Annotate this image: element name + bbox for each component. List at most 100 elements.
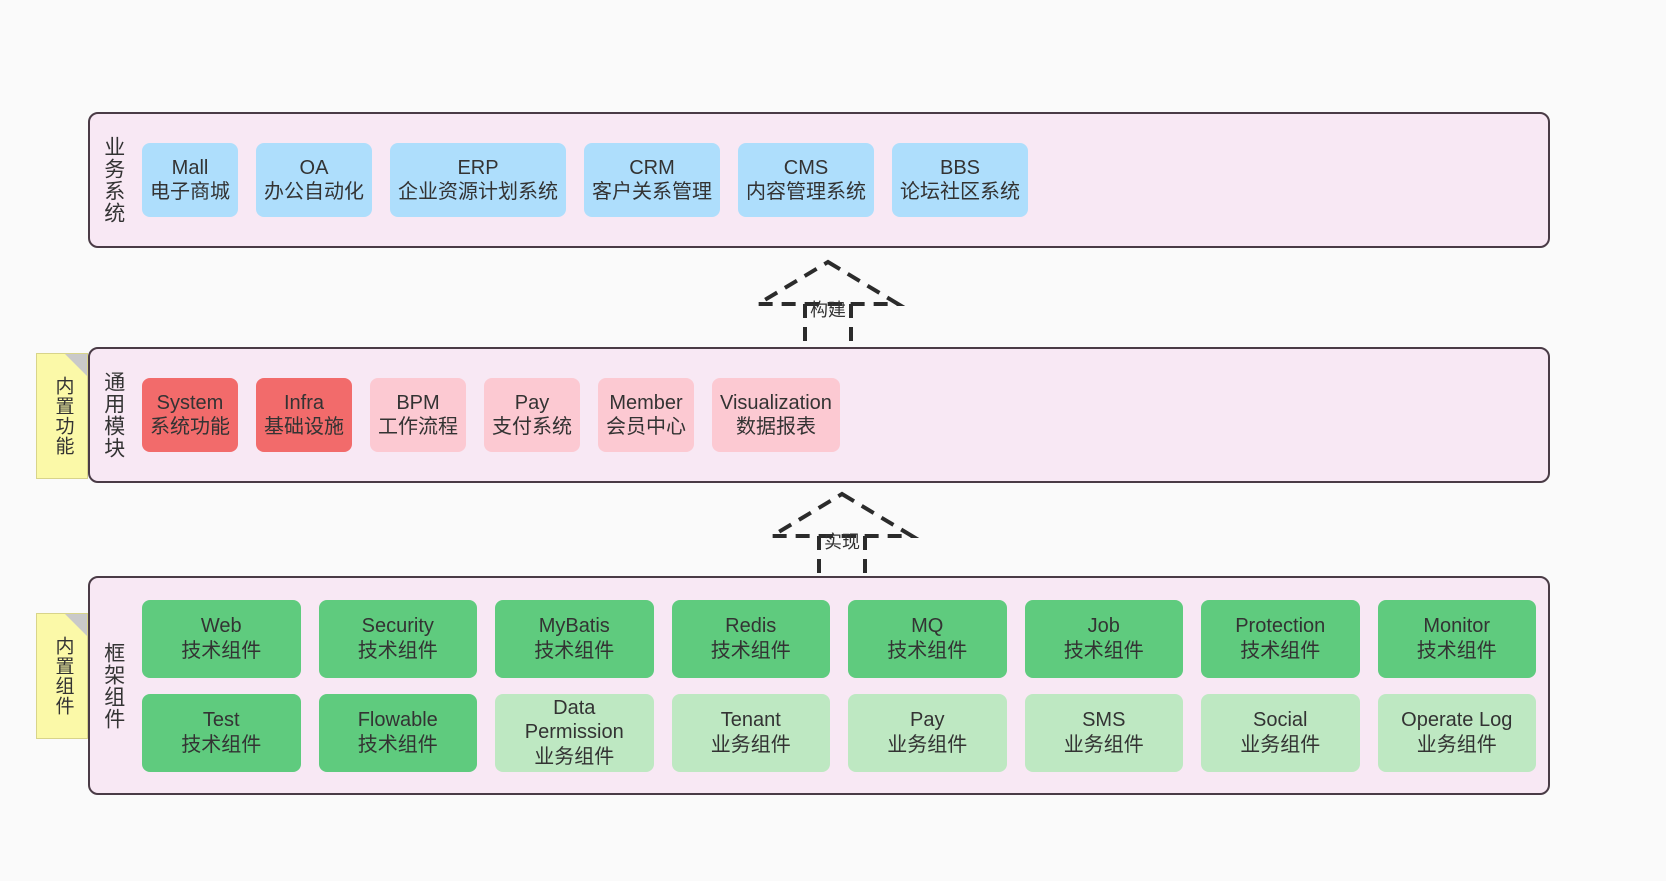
cell-desc: 会员中心 [606, 416, 686, 438]
cell-name: Web [200, 615, 242, 638]
cell-desc: 办公自动化 [264, 181, 364, 203]
layer-title-framework: 框架组件 [101, 641, 125, 730]
cell-bbs[interactable]: BBS 论坛社区系统 [892, 143, 1028, 217]
cell-name: OA [299, 156, 329, 179]
cell-operate-log[interactable]: Operate Log 业务组件 [1377, 693, 1536, 772]
cell-name: Visualization [720, 391, 832, 414]
cell-desc: 系统功能 [150, 416, 230, 438]
cell-name: Pay [910, 709, 945, 732]
cell-desc: 技术组件 [357, 733, 438, 756]
cell-infra[interactable]: Infra 基础设施 [256, 378, 352, 452]
cell-name: MyBatis [538, 615, 610, 638]
module-cell-row: System 系统功能 Infra 基础设施 BPM 工作流程 Pay 支付系统… [142, 378, 1536, 452]
cell-sms[interactable]: SMS 业务组件 [1024, 693, 1183, 772]
cell-flowable[interactable]: Flowable 技术组件 [318, 693, 477, 772]
cell-name: BBS [939, 156, 981, 179]
framework-column: Web 技术组件 Test 技术组件 [142, 599, 301, 772]
cell-redis[interactable]: Redis 技术组件 [671, 599, 830, 678]
connector-stem-icon [817, 534, 867, 582]
cell-desc: 数据报表 [735, 416, 816, 438]
note-builtin-functions: 内置功能 [36, 353, 88, 479]
cell-member[interactable]: Member 会员中心 [598, 378, 694, 452]
layer-business-systems: 业务系统 Mall 电子商城 OA 办公自动化 ERP 企业资源计划系统 CRM… [88, 112, 1550, 248]
cell-desc: 技术组件 [1240, 639, 1321, 662]
cell-name: Monitor [1423, 615, 1491, 638]
cell-erp[interactable]: ERP 企业资源计划系统 [390, 143, 566, 217]
connector-stem-icon [803, 302, 853, 350]
cell-name: Operate Log [1401, 709, 1513, 732]
connector-label-build: 构建 [810, 300, 846, 320]
cell-oa[interactable]: OA 办公自动化 [256, 143, 372, 217]
framework-column: Monitor 技术组件 Operate Log 业务组件 [1377, 599, 1536, 772]
cell-desc: 技术组件 [1416, 639, 1497, 662]
business-cell-row: Mall 电子商城 OA 办公自动化 ERP 企业资源计划系统 CRM 客户关系… [142, 143, 1536, 217]
cell-name: Security [361, 615, 434, 638]
cell-pay-module[interactable]: Pay 支付系统 [484, 378, 580, 452]
cell-desc: 技术组件 [1063, 639, 1144, 662]
cell-desc: 论坛社区系统 [900, 181, 1020, 203]
cell-visualization[interactable]: Visualization 数据报表 [712, 378, 840, 452]
cell-desc: 业务组件 [534, 745, 615, 768]
cell-desc: 电子商城 [150, 181, 230, 203]
cell-security[interactable]: Security 技术组件 [318, 599, 477, 678]
cell-name: Mall [171, 156, 209, 179]
connector-implement: 实现 [762, 490, 922, 582]
cell-mq[interactable]: MQ 技术组件 [848, 599, 1007, 678]
cell-name: Social [1253, 709, 1308, 732]
cell-name: Protection [1235, 615, 1326, 638]
cell-name: CMS [783, 156, 829, 179]
connector-build: 构建 [748, 258, 908, 350]
note-label: 内置组件 [52, 636, 74, 716]
cell-name: Pay [514, 391, 550, 414]
cell-cms[interactable]: CMS 内容管理系统 [738, 143, 874, 217]
framework-column: Redis 技术组件 Tenant 业务组件 [671, 599, 830, 772]
cell-system[interactable]: System 系统功能 [142, 378, 238, 452]
note-label: 内置功能 [52, 376, 74, 456]
cell-desc: 基础设施 [264, 416, 344, 438]
cell-bpm[interactable]: BPM 工作流程 [370, 378, 466, 452]
cell-name: ERP [457, 156, 499, 179]
cell-name: Tenant [720, 709, 781, 732]
cell-desc: 技术组件 [534, 639, 615, 662]
cell-mybatis[interactable]: MyBatis 技术组件 [495, 599, 654, 678]
framework-cell-grid: Web 技术组件 Test 技术组件 Security 技术组件 Flowabl… [142, 599, 1536, 772]
framework-column: Security 技术组件 Flowable 技术组件 [318, 599, 477, 772]
cell-desc: 业务组件 [1240, 733, 1321, 756]
cell-desc: 企业资源计划系统 [398, 181, 558, 203]
cell-name: Test [202, 709, 240, 732]
cell-desc: 技术组件 [710, 639, 791, 662]
cell-desc: 技术组件 [357, 639, 438, 662]
cell-protection[interactable]: Protection 技术组件 [1201, 599, 1360, 678]
cell-pay-component[interactable]: Pay 业务组件 [848, 693, 1007, 772]
cell-name: MQ [911, 615, 944, 638]
cell-monitor[interactable]: Monitor 技术组件 [1377, 599, 1536, 678]
cell-name: Data Permission [524, 696, 624, 744]
cell-desc: 业务组件 [1063, 733, 1144, 756]
cell-tenant[interactable]: Tenant 业务组件 [671, 693, 830, 772]
cell-name: Redis [725, 615, 777, 638]
layer-title-modules: 通用模块 [101, 371, 125, 459]
cell-desc: 技术组件 [887, 639, 968, 662]
layer-body-business: Mall 电子商城 OA 办公自动化 ERP 企业资源计划系统 CRM 客户关系… [136, 114, 1548, 246]
cell-desc: 业务组件 [710, 733, 791, 756]
layer-title-business: 业务系统 [101, 136, 125, 224]
cell-desc: 业务组件 [887, 733, 968, 756]
cell-web[interactable]: Web 技术组件 [142, 599, 301, 678]
cell-mall[interactable]: Mall 电子商城 [142, 143, 238, 217]
cell-name: CRM [629, 156, 675, 179]
connector-label-implement: 实现 [824, 532, 860, 552]
cell-social[interactable]: Social 业务组件 [1201, 693, 1360, 772]
layer-common-modules: 通用模块 System 系统功能 Infra 基础设施 BPM 工作流程 Pay… [88, 347, 1550, 483]
cell-crm[interactable]: CRM 客户关系管理 [584, 143, 720, 217]
cell-name: BPM [396, 391, 440, 414]
cell-desc: 技术组件 [181, 733, 262, 756]
cell-job[interactable]: Job 技术组件 [1024, 599, 1183, 678]
cell-desc: 工作流程 [378, 416, 458, 438]
cell-test[interactable]: Test 技术组件 [142, 693, 301, 772]
layer-body-framework: Web 技术组件 Test 技术组件 Security 技术组件 Flowabl… [136, 578, 1548, 793]
cell-name: Job [1087, 615, 1120, 638]
cell-name: System [156, 391, 224, 414]
framework-column: MQ 技术组件 Pay 业务组件 [848, 599, 1007, 772]
cell-data-permission[interactable]: Data Permission 业务组件 [495, 693, 654, 772]
framework-column: Job 技术组件 SMS 业务组件 [1024, 599, 1183, 772]
